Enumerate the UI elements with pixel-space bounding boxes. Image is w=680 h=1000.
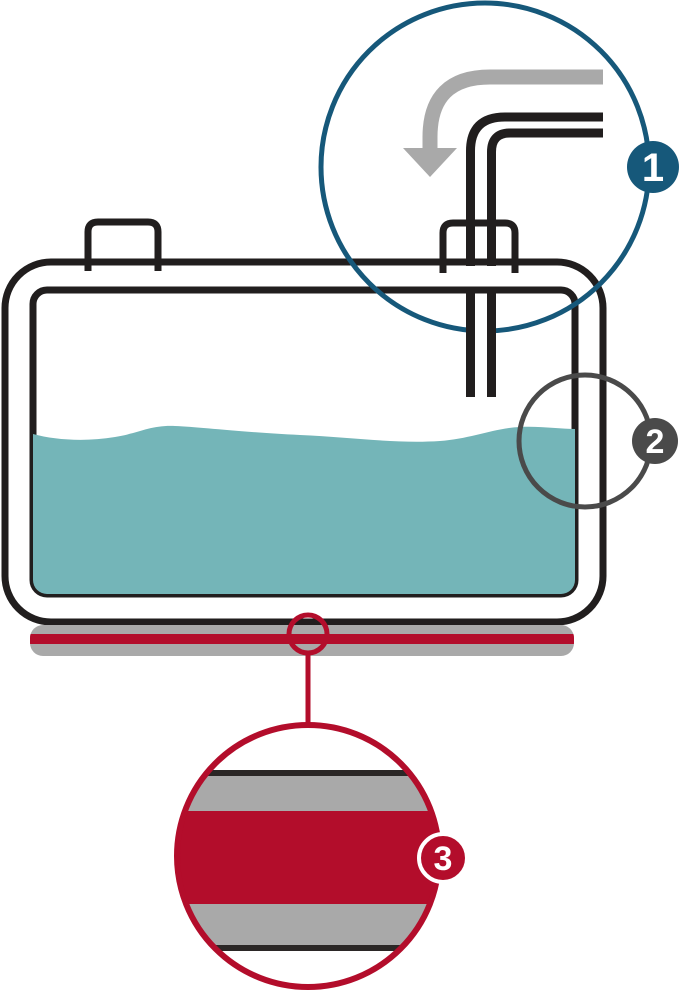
magnified-pad-bottom-gray-layer (177, 904, 439, 945)
flow-arrow-shaft (422, 69, 603, 150)
tank-liquid (33, 425, 575, 594)
callout-2-badge: 2 (632, 418, 678, 464)
tank-insulated-shell (1, 258, 607, 626)
callout-1-badge: 1 (627, 141, 679, 193)
magnified-heater-pad (174, 722, 442, 990)
heater-pad-element (30, 634, 574, 644)
callout-1-number: 1 (642, 146, 664, 190)
flow-arrow-icon (403, 69, 603, 177)
callout-2-number: 2 (646, 423, 665, 461)
magnified-pad-top-edge (177, 770, 439, 776)
callout-1-badge-circle (627, 141, 679, 193)
callout-3-badge: 3 (417, 832, 469, 884)
dip-tube (466, 288, 496, 397)
callout-3-number: 3 (434, 840, 453, 878)
inlet-pipe-inner-line (487, 128, 603, 266)
inlet-pipe-outer-line (466, 112, 603, 266)
callout-3-badge-circle (417, 832, 469, 884)
flow-arrow-head (403, 148, 457, 177)
magnified-pad-heating-element (177, 811, 439, 904)
tank (1, 218, 607, 626)
tank-top-left-nozzle (84, 218, 162, 271)
magnified-pad-top-gray-layer (177, 776, 439, 811)
callout-2-badge-circle (632, 418, 678, 464)
inlet-pipe (466, 112, 603, 266)
inlet-pipe-fitting (439, 219, 519, 273)
callout-1-circle (318, 0, 652, 334)
dip-tube-lumen (475, 294, 487, 397)
magnified-pad-bottom-edge (177, 945, 439, 951)
